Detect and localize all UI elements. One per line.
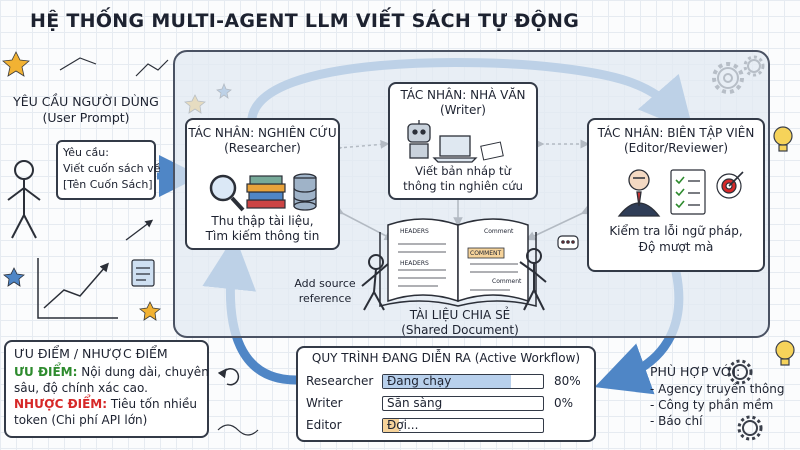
workflow-percent: 80% bbox=[554, 374, 581, 388]
fit-item: - Công ty phần mềm bbox=[650, 398, 774, 412]
bubble-line: Viết cuốn sách về bbox=[63, 162, 161, 175]
gear-icon bbox=[737, 415, 763, 441]
progress-fill bbox=[383, 375, 511, 388]
fit-item: - Báo chí bbox=[650, 414, 703, 428]
workflow-agent: Editor bbox=[306, 418, 342, 432]
pros-cons-heading: ƯU ĐIỂM / NHƯỢC ĐIỂM bbox=[14, 346, 168, 361]
workflow-status: Sẵn sàng bbox=[387, 396, 443, 410]
editor-subtitle: (Editor/Reviewer) bbox=[623, 141, 729, 155]
researcher-title: TÁC NHÂN: NGHIÊN CỨU bbox=[188, 126, 337, 140]
editor-title: TÁC NHÂN: BIÊN TẬP VIÊN bbox=[597, 126, 755, 140]
writer-box: TÁC NHÂN: NHÀ VĂN (Writer) Viết bản nháp… bbox=[388, 82, 538, 200]
paper-icon bbox=[480, 141, 504, 161]
workflow-box: QUY TRÌNH ĐANG DIỄN RA (Active Workflow)… bbox=[296, 346, 596, 442]
editor-desc: Kiểm tra lỗi ngữ pháp, bbox=[609, 224, 743, 238]
workflow-agent: Writer bbox=[306, 396, 343, 410]
workflow-rows: Researcher Đang chạy 80% Writer Sẵn sàng… bbox=[306, 372, 590, 438]
books-icon bbox=[246, 175, 286, 209]
page-title: HỆ THỐNG MULTI-AGENT LLM VIẾT SÁCH TỰ ĐỘ… bbox=[30, 10, 580, 32]
researcher-subtitle: (Researcher) bbox=[224, 141, 301, 155]
annotation: reference bbox=[298, 292, 352, 305]
page-label: COMMENT bbox=[470, 250, 502, 257]
researcher-illustration bbox=[209, 173, 317, 212]
page-label: HEADERS bbox=[400, 260, 429, 267]
writer-illustration bbox=[407, 120, 504, 163]
star-icon bbox=[139, 301, 161, 321]
document-icon bbox=[131, 259, 155, 287]
fit-heading: PHÙ HỢP VỚI: bbox=[650, 364, 741, 379]
workflow-status: Đợi... bbox=[387, 418, 419, 432]
progress-bar: Đợi... bbox=[382, 418, 544, 433]
bubble-line: Yêu cầu: bbox=[63, 146, 109, 159]
shared-title: TÀI LIỆU CHIA SẺ bbox=[409, 308, 511, 322]
person-left bbox=[361, 254, 389, 311]
editor-illustration bbox=[617, 169, 744, 217]
checklist-icon bbox=[670, 169, 706, 215]
progress-bar: Đang chạy bbox=[382, 374, 544, 389]
page-label: Comment bbox=[484, 228, 514, 235]
writer-desc: thông tin nghiên cứu bbox=[403, 179, 523, 193]
database-icon bbox=[293, 173, 317, 211]
lightbulb-icon bbox=[773, 126, 793, 152]
pros-label: ƯU ĐIỂM: bbox=[14, 365, 78, 379]
annotation: Add source bbox=[294, 277, 356, 290]
pros-text: sâu, độ chính xác cao. bbox=[14, 381, 148, 395]
gear-icon bbox=[727, 359, 753, 385]
robot-icon bbox=[407, 120, 431, 159]
shared-subtitle: (Shared Document) bbox=[401, 323, 519, 337]
user-heading-en: (User Prompt) bbox=[42, 110, 130, 125]
researcher-desc: Tìm kiếm thông tin bbox=[205, 229, 320, 243]
editor-box: TÁC NHÂN: BIÊN TẬP VIÊN (Editor/Reviewer… bbox=[587, 118, 765, 272]
cons-label: NHƯỢC ĐIỂM: bbox=[14, 397, 108, 411]
pros-cons-box: ƯU ĐIỂM / NHƯỢC ĐIỂM ƯU ĐIỂM: Nội dung d… bbox=[4, 340, 209, 438]
workflow-percent: 0% bbox=[554, 396, 574, 410]
pros-text: Nội dung dài, chuyên bbox=[81, 365, 209, 379]
target-icon bbox=[716, 171, 744, 199]
workflow-row: Writer bbox=[306, 396, 343, 410]
workflow-row: Editor bbox=[306, 418, 342, 432]
researcher-desc: Thu thập tài liệu, bbox=[211, 214, 314, 228]
page-label: Comment bbox=[492, 278, 522, 285]
page-label: HEADERS bbox=[400, 228, 429, 235]
cons-text: Tiêu tốn nhiều bbox=[110, 397, 197, 411]
cons-text: token (Chi phí API lớn) bbox=[14, 413, 148, 427]
chat-bubble-icon bbox=[557, 235, 579, 250]
researcher-box: TÁC NHÂN: NGHIÊN CỨU (Researcher) Thu th… bbox=[185, 118, 340, 250]
writer-subtitle: (Writer) bbox=[440, 103, 486, 117]
fit-section: PHÙ HỢP VỚI: - Agency truyền thông - Côn… bbox=[650, 364, 798, 429]
workflow-row: Researcher bbox=[306, 374, 373, 388]
magnifier-icon bbox=[209, 174, 245, 212]
progress-bar: Sẵn sàng bbox=[382, 396, 544, 411]
writer-desc: Viết bản nháp từ bbox=[415, 164, 511, 178]
user-prompt-bubble: Yêu cầu: Viết cuốn sách về [Tên Cuốn Sác… bbox=[56, 140, 161, 200]
lightbulb-icon bbox=[775, 340, 795, 366]
laptop-icon bbox=[432, 135, 478, 163]
workflow-status: Đang chạy bbox=[387, 374, 452, 388]
bubble-line: [Tên Cuốn Sách] bbox=[63, 178, 153, 191]
refresh-icon bbox=[217, 368, 240, 386]
editor-desc: Độ mượt mà bbox=[638, 240, 714, 254]
star-icon bbox=[3, 267, 25, 287]
star-icon bbox=[2, 51, 30, 77]
person-right bbox=[519, 248, 547, 311]
editor-person-icon bbox=[617, 169, 661, 217]
fit-item: - Agency truyền thông bbox=[650, 382, 785, 396]
user-figure bbox=[7, 160, 41, 239]
user-heading: YÊU CẦU NGƯỜI DÙNG bbox=[13, 94, 159, 109]
workflow-agent: Researcher bbox=[306, 374, 374, 388]
writer-title: TÁC NHÂN: NHÀ VĂN bbox=[400, 88, 526, 102]
workflow-heading: QUY TRÌNH ĐANG DIỄN RA (Active Workflow) bbox=[311, 351, 581, 365]
progress-fill bbox=[383, 419, 399, 432]
